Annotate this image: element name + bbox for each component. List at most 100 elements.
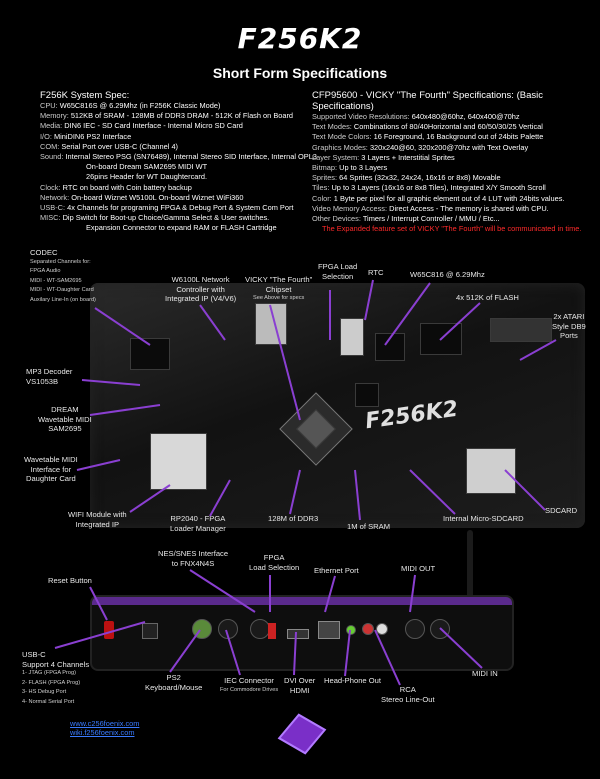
spec-value: W65C816S @ 6.29Mhz (in F256K Classic Mod… [59, 101, 221, 110]
spec-value: Internal Stereo PSG (SN76489), Internal … [65, 152, 317, 162]
spec-value: 64 Sprites (32x32, 24x24, 16x16 or 8x8) … [339, 173, 501, 183]
spec-key: Text Mode Colors: [312, 132, 372, 142]
leader-line [199, 304, 226, 341]
spec-line: USB-C: 4x Channels for programing FPGA &… [40, 203, 310, 213]
spec-key: Graphics Modes: [312, 142, 368, 152]
vicky-label: VICKY "The Fourth" Chipset See Above for… [245, 275, 312, 304]
spec-value: Dip Switch for Boot-up Choice/Gamma Sele… [62, 213, 270, 223]
leader-line [374, 629, 401, 686]
rca-white [376, 623, 388, 635]
sdcard-label: SDCARD [545, 506, 578, 515]
usbc-line: Support 4 Channels [22, 659, 90, 669]
spec-value: Serial Port over USB-C (Channel 4) [61, 141, 179, 151]
leader-line [129, 484, 171, 513]
spec-value: Up to 3 Layers [339, 163, 388, 173]
spec-key: Text Modes: [312, 122, 352, 132]
vicky-spec-lines: Supported Video Resolutions: 640x480@60h… [312, 112, 597, 224]
dvi-label: DVI Over HDMI [284, 676, 315, 695]
spec-value: MiniDIN6 PS2 Interface [53, 131, 132, 141]
system-spec-lines: CPU: W65C816S @ 6.29Mhz (in F256K Classi… [40, 101, 317, 234]
leader-line [384, 282, 431, 346]
label-line: Daughter Card [25, 474, 76, 483]
spec-value: 4x Channels for programing FPGA & Debug … [67, 203, 294, 213]
product-logo: F256K2 [237, 22, 363, 55]
iec-note: For Commodore Drives [220, 686, 279, 693]
vicky-spec-block: CFP95600 - VICKY "The Fourth" Specificat… [312, 90, 597, 234]
spec-value: RTC on board with Coin battery backup [62, 182, 192, 192]
spec-key: CPU: [40, 101, 58, 110]
spec-key: Network: [40, 192, 70, 202]
codec-chip [130, 338, 170, 370]
ethernet-label: Ethernet Port [314, 566, 359, 575]
fpga-load-rear-label: FPGA Load Selection [249, 553, 299, 572]
spec-value: Expansion Connector to expand RAM or FLA… [86, 223, 277, 233]
fpga-switch [268, 623, 276, 639]
spec-line: Tiles: Up to 3 Layers (16x16 or 8x8 Tile… [312, 183, 597, 193]
label-line: SAM2695 [48, 424, 82, 433]
mp3-label: MP3 Decoder VS1053B [26, 367, 72, 386]
sdcard-slot [466, 448, 516, 494]
label-line: Chipset [265, 284, 292, 294]
codec-line: FPGA Audio [30, 268, 61, 274]
leader-line [169, 629, 201, 673]
spec-key: COM: [40, 141, 60, 151]
label-line: Wavetable MIDI [24, 455, 78, 464]
spec-value: 320x240@60, 320x200@70hz with Text Overl… [369, 142, 529, 152]
leader-line [439, 302, 481, 341]
spec-key: Memory: [40, 111, 69, 121]
label-line: Integrated IP (V4/V6) [165, 294, 237, 303]
spec-key: Sprites: [312, 173, 338, 183]
label-line: Stereo Line-Out [381, 694, 435, 704]
wifi-label: WIFI Module with Integrated IP [68, 510, 127, 529]
spec-key: Media: [40, 121, 63, 131]
spec-value: 16 Foreground, 16 Background out of 24bi… [373, 132, 544, 142]
label-line: NES/SNES Interface [158, 549, 229, 558]
cpu-label: W65C816 @ 6.29Mhz [410, 270, 485, 279]
codec-line: MIDI - WT-SAM2695 [30, 277, 82, 284]
label-line: 2x ATARI [553, 312, 585, 321]
codec-title: CODEC [30, 248, 58, 257]
ddr3-chip [355, 383, 379, 407]
usbc-title: USB-C [22, 650, 46, 659]
spec-line: Color: 1 Byte per pixel for all graphic … [312, 194, 597, 204]
spec-line: COM: Serial Port over USB-C (Channel 4) [40, 142, 310, 152]
leader-line [289, 469, 301, 515]
spec-line: Media: DIN6 IEC - SD Card Interface - In… [40, 121, 310, 131]
spec-line: Expansion Connector to expand RAM or FLA… [40, 223, 310, 233]
codec-line: Auxilary Line-In (on board) [30, 296, 96, 303]
spec-key: Clock: [40, 182, 61, 192]
usbc-line: 1- JTAG (FPGA Prog) [22, 670, 76, 676]
leader-line [54, 621, 146, 649]
midi-out-port [405, 619, 425, 639]
spec-value: Up to 3 Layers (16x16 or 8x8 Tiles), Int… [331, 183, 546, 193]
leader-line [76, 459, 121, 471]
spec-line: 26pins Header for WT Daughtercard. [40, 172, 310, 182]
rtc-battery [340, 318, 364, 356]
spec-line: MISC: Dip Switch for Boot-up Choice/Gamm… [40, 213, 310, 223]
leader-line [269, 304, 301, 421]
leader-line [293, 631, 297, 676]
leader-line [409, 574, 416, 613]
spec-line: On-board Dream SAM2695 MIDI WT [40, 162, 310, 172]
leader-line [504, 469, 546, 511]
spec-key: Video Memory Access: [312, 203, 388, 213]
spec-value: 3 Layers + Interstitial Sprites [361, 152, 455, 162]
label-line: HDMI [289, 685, 310, 695]
rtc-label: RTC [368, 268, 384, 277]
label-line: DREAM [51, 405, 79, 414]
motherboard-photo: F256K2 [90, 283, 585, 528]
iec-label: IEC Connector For Commodore Drives [220, 676, 278, 695]
spec-key: Sound: [40, 152, 64, 162]
spec-key: Other Devices: [312, 214, 361, 224]
w6100-label: W6100L Network Controller with Integrate… [165, 275, 236, 304]
usbc-line: 2- FLASH (FPGA Prog) [22, 679, 81, 686]
label-line: RP2040 - FPGA [170, 514, 226, 523]
spec-key: Layer System: [312, 152, 360, 162]
system-spec-block: F256K System Spec: CPU: W65C816S @ 6.29M… [40, 90, 317, 234]
nes-label: NES/SNES Interface to FNX4N4S [158, 549, 228, 568]
usbc-label: USB-C Support 4 Channels 1- JTAG (FPGA P… [22, 650, 89, 707]
reset-button-shape [104, 621, 114, 639]
wiki-link[interactable]: wiki.f256foenix.com [70, 728, 135, 737]
website-link[interactable]: www.c256foenix.com [70, 719, 140, 728]
label-line: WIFI Module with [68, 510, 127, 519]
